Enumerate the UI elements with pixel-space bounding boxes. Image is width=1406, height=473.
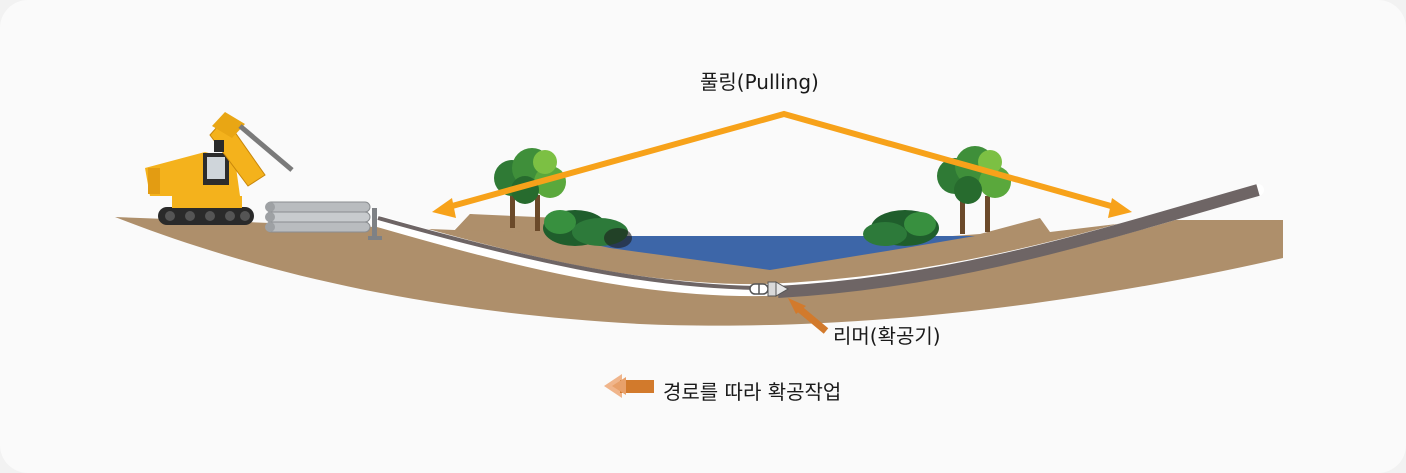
legend-label: 경로를 따라 확공작업 (663, 380, 842, 404)
product-pipe (777, 184, 1260, 298)
pulling-arrow-head-left (432, 198, 456, 218)
legend-arrow-icon (604, 374, 654, 398)
reamer-icon (749, 281, 789, 297)
reamer-pointer (793, 303, 829, 334)
drill-rod (377, 216, 759, 290)
ground-left (115, 214, 1283, 326)
bush-icon (863, 210, 939, 246)
drilling-rig-icon (145, 112, 294, 225)
pulling-arrow (444, 110, 1119, 211)
pulling-arrow-head-right (1108, 198, 1132, 218)
river (555, 236, 975, 270)
tree-icon (494, 148, 566, 231)
pipe-stack-icon (265, 201, 382, 240)
bush-icon (543, 210, 632, 248)
reamer-pointer-head (788, 298, 806, 314)
reamer-label: 리머(확공기) (833, 324, 941, 348)
pulling-label: 풀링(Pulling) (700, 70, 819, 94)
